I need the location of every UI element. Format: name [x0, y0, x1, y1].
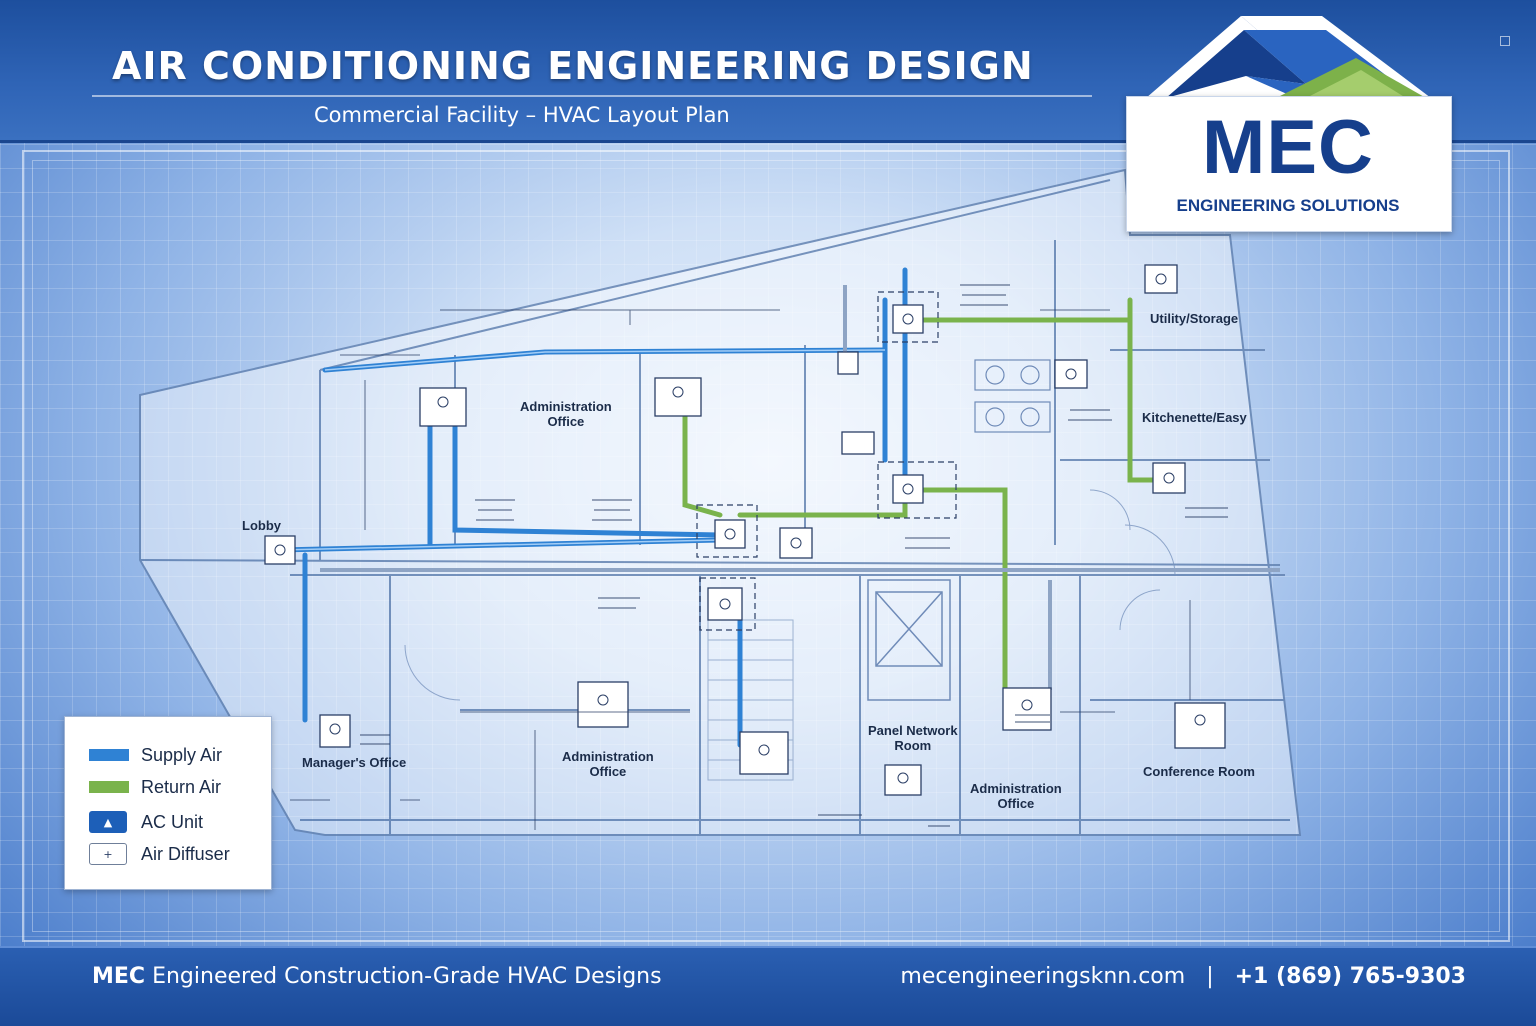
restroom-fixtures [974, 359, 1051, 433]
footer-separator: | [1206, 964, 1214, 989]
ac-unit-icon: ▲ [89, 811, 127, 833]
footer-tagline: MEC Engineered Construction-Grade HVAC D… [92, 964, 662, 989]
dimension-lines [290, 309, 1191, 830]
mec-logo: MEC ENGINEERING SOLUTIONS [1126, 14, 1452, 232]
footer-bar: MEC Engineered Construction-Grade HVAC D… [0, 946, 1536, 1026]
legend-item-ac-unit: ▲ AC Unit [89, 810, 203, 834]
unit-markers [274, 273, 1206, 784]
logo-roof-icon [1146, 16, 1431, 98]
elevator-shaft [867, 579, 951, 701]
annotation-marks [360, 284, 1228, 827]
air-diffuser-icon: + [89, 843, 127, 865]
footer-phone[interactable]: +1 (869) 765-9303 [1234, 964, 1466, 989]
corner-mark [1500, 36, 1510, 46]
header-rule [92, 95, 1092, 97]
room-label-admin-office-top: Administration Office [520, 399, 612, 429]
legend-item-return-air: Return Air [89, 775, 221, 799]
logo-wordmark: MEC [1202, 105, 1374, 190]
room-label-managers-office: Manager's Office [302, 755, 407, 770]
equipment-zones [696, 291, 957, 631]
room-label-lobby: Lobby [242, 518, 281, 533]
legend-panel: Supply Air Return Air ▲ AC Unit + Air Di… [64, 716, 272, 890]
supply-air-swatch [89, 749, 129, 761]
door-swings [404, 489, 1176, 701]
footer-contact: mecengineeringsknn.com | +1 (869) 765-93… [900, 964, 1466, 989]
logo-panel [1126, 96, 1452, 232]
room-label-admin-office-mid: Administration Office [562, 749, 654, 779]
room-label-conference-room: Conference Room [1143, 764, 1255, 779]
logo-tagline: ENGINEERING SOLUTIONS [1176, 196, 1400, 215]
main-duct-trunk [320, 285, 1280, 690]
footer-website[interactable]: mecengineeringsknn.com [900, 964, 1186, 989]
room-label-admin-office-bottom: Administration Office [970, 781, 1062, 811]
page-subtitle: Commercial Facility – HVAC Layout Plan [314, 103, 730, 127]
building-walls [139, 168, 1302, 836]
room-label-utility-storage: Utility/Storage [1150, 311, 1239, 326]
legend-item-supply-air: Supply Air [89, 743, 222, 767]
legend-item-air-diffuser: + Air Diffuser [89, 842, 230, 866]
supply-duct-highlights [279, 349, 886, 551]
drawing-frame [22, 150, 1510, 942]
room-label-panel-network-room: Panel Network Room [868, 723, 958, 753]
room-label-kitchenette: Kitchenette/Easy [1142, 410, 1247, 425]
page-title: AIR CONDITIONING ENGINEERING DESIGN [112, 44, 1034, 88]
drawing-frame-inner [32, 160, 1500, 932]
return-air-swatch [89, 781, 129, 793]
